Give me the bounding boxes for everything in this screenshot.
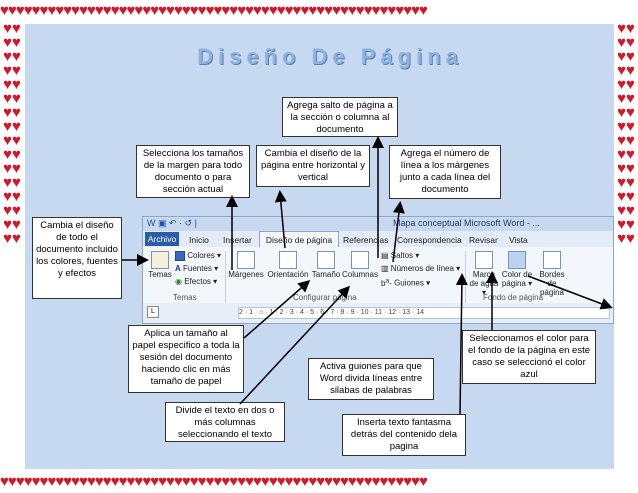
bordes-de-pagina-button[interactable]: Bordes de página [535,251,569,297]
page-color-icon [508,251,526,269]
temas-button-label: Temas [148,270,172,279]
efectos-label: Efectos ▾ [184,277,218,286]
heart-border-bottom: ♥♥♥♥♥♥♥♥♥♥♥♥♥♥♥♥♥♥♥♥♥♥♥♥♥♥♥♥♥♥♥♥♥♥♥♥♥♥♥♥… [0,473,428,490]
tab-revisar[interactable]: Revisar [469,235,498,245]
guiones-button[interactable]: ba- Guiones ▾ [381,277,430,288]
bordes-label: Bordes de página [539,270,565,297]
tab-archivo[interactable]: Archivo [145,232,179,246]
ruler-bar: L 2 · 1 · ⌂ · 1 · 2 · 3 · 4 · 5 · 6 · 7 … [143,303,613,323]
tab-insertar[interactable]: Insertar [223,235,252,245]
orientacion-label: Orientación [267,270,309,279]
saltos-label: Saltos ▾ [390,251,420,260]
orientacion-button[interactable]: Orientación [265,251,311,279]
tab-vista[interactable]: Vista [509,235,528,245]
tab-referencias[interactable]: Referencias [343,235,389,245]
tab-diseno-de-pagina[interactable]: Diseño de página [259,231,339,247]
numeros-label: Números de línea ▾ [390,264,461,273]
fonts-icon: A [175,264,181,273]
fuentes-button[interactable]: A Fuentes ▾ [175,264,218,273]
watermark-icon [475,251,493,269]
hyphenation-icon: ba- [381,277,392,288]
columns-icon [351,251,369,269]
group-separator [225,251,226,303]
colors-icon [175,251,185,261]
callout-color-pagina: Seleccionamos el color para el fondo de … [462,330,596,384]
ruler[interactable]: 2 · 1 · ⌂ · 1 · 2 · 3 · 4 · 5 · 6 · 7 · … [238,307,610,319]
themes-icon [151,251,169,269]
callout-guiones: Activa guiones para que Word divida líne… [308,358,434,400]
margins-icon [237,251,255,269]
diagram-title: Diseño De Página [197,44,463,69]
columnas-button[interactable]: Columnas [341,251,379,279]
callout-marca-agua: Inserta texto fantasma detrás del conten… [342,414,466,456]
colores-label: Colores ▾ [187,251,222,261]
heart-border-left: ♥♥♥♥♥♥♥♥♥♥♥♥♥♥♥♥♥♥♥♥♥♥♥♥♥♥♥♥♥♥♥♥ [3,22,21,247]
heart-border-right: ♥♥♥♥♥♥♥♥♥♥♥♥♥♥♥♥♥♥♥♥♥♥♥♥♥♥♥♥♥♥♥♥ [617,22,635,247]
color-de-pagina-button[interactable]: Color de página ▾ [501,251,533,288]
guiones-label: Guiones ▾ [394,278,431,288]
callout-saltos: Agrega salto de página a la sección o co… [282,97,398,137]
marca-de-agua-button[interactable]: Marca de agua ▾ [469,251,499,297]
tab-inicio[interactable]: Inicio [189,235,209,245]
tab-correspondencia[interactable]: Correspondencia [397,235,462,245]
arrow-bordes [527,275,613,310]
margenes-label: Márgenes [228,270,264,279]
arrow-orientacion [274,190,287,249]
page-size-icon [317,251,335,269]
margenes-button[interactable]: Márgenes [227,251,265,279]
columnas-label: Columnas [341,270,378,279]
effects-icon: ◉ [175,277,182,286]
window-title: Mapa conceptual Microsoft Word - ... [393,218,540,228]
numeros-de-linea-button[interactable]: ▥ Números de línea ▾ [381,264,460,273]
heart-border-top: ♥♥♥♥♥♥♥♥♥♥♥♥♥♥♥♥♥♥♥♥♥♥♥♥♥♥♥♥♥♥♥♥♥♥♥♥♥♥♥♥… [0,2,428,19]
temas-button[interactable]: Temas [147,251,173,279]
marca-label: Marca de agua ▾ [469,270,499,297]
callout-numeros-linea: Agrega el número de línea a los márgenes… [389,145,501,199]
callout-columnas: Divide el texto en dos o más columnas se… [165,402,285,442]
callout-margenes: Selecciona los tamaños de la margen para… [136,145,250,198]
group-label-temas: Temas [173,293,197,302]
arrow-numeros [392,201,405,263]
tab-stop-button[interactable]: L [147,306,159,318]
group-label-fondo: Fondo de página [483,293,544,302]
callout-temas: Cambia el diseño de todo el documento in… [32,217,122,299]
breaks-icon: ▤ [381,251,389,260]
arrow-marca-agua [455,273,468,415]
orientation-icon [279,251,297,269]
saltos-button[interactable]: ▤ Saltos ▾ [381,251,419,260]
color-label: Color de página ▾ [501,270,533,288]
arrow-columnas [239,285,351,405]
quick-access-toolbar[interactable]: W ▣ ↶ · ↺ | [147,218,197,228]
callout-tamano: Aplica un tamaño al papel especifico a t… [128,325,244,393]
line-numbers-icon: ▥ [381,264,389,273]
efectos-button[interactable]: ◉ Efectos ▾ [175,277,217,286]
tamano-button[interactable]: Tamaño [311,251,341,279]
group-label-configurar: Configurar página [293,293,357,302]
callout-orientacion: Cambia el diseño de la página entre hori… [256,145,370,187]
tamano-label: Tamaño [311,270,341,279]
arrow-tamano [243,280,311,339]
fuentes-label: Fuentes ▾ [183,264,219,273]
page-borders-icon [543,251,561,269]
colores-button[interactable]: Colores ▾ [175,251,221,261]
